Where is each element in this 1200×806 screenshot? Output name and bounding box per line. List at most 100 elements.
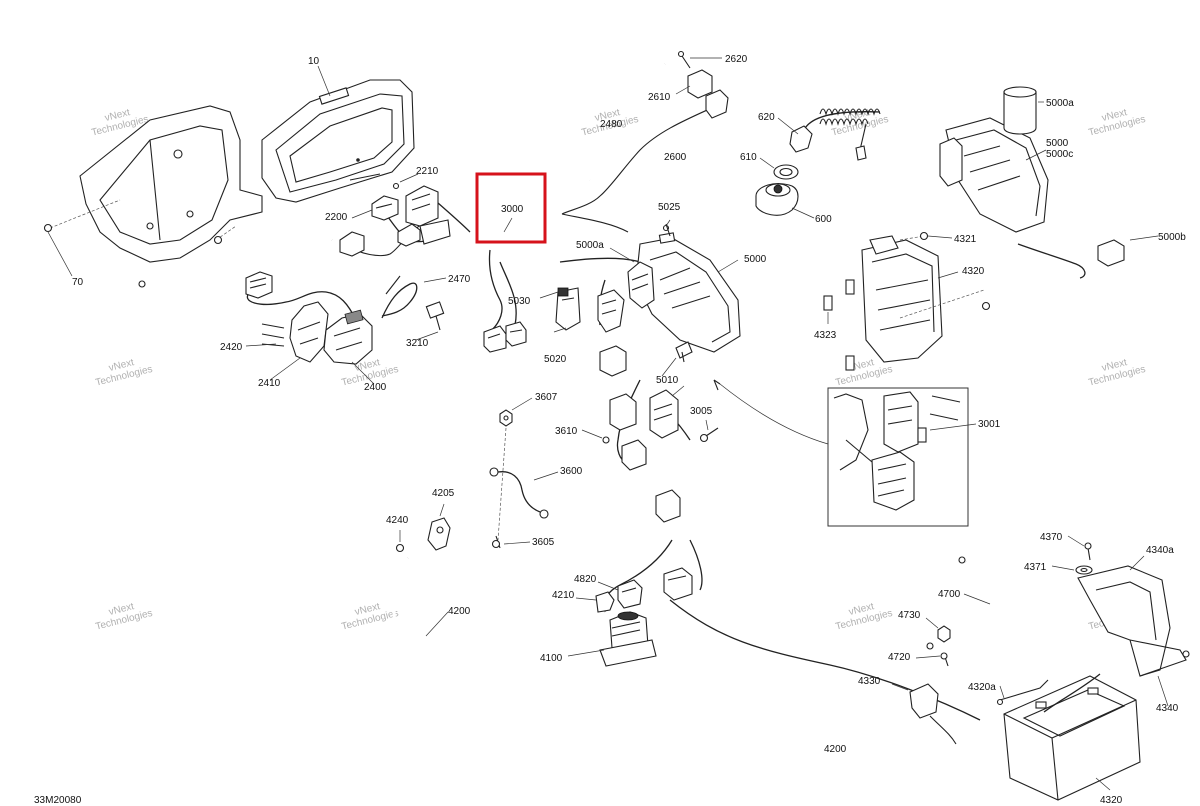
battery-bracket-4340 (1043, 555, 1190, 713)
part-label: 5000 (1046, 138, 1069, 149)
part-label: 4700 (938, 589, 961, 600)
highlight-box-3000 (475, 172, 547, 244)
battery-4320 (1003, 675, 1141, 801)
switch-assembly (245, 271, 375, 385)
part-label: 2610 (648, 92, 671, 103)
part-label: 2620 (725, 54, 748, 65)
part-label: 5010 (656, 375, 679, 386)
part-2620-pin (677, 50, 722, 69)
part-label: 3001 (978, 419, 1001, 430)
part-label: 4371 (1024, 562, 1047, 573)
bolt-4720 (915, 652, 949, 667)
part-label: 2470 (448, 274, 471, 285)
watermark: vNext Technologies (1087, 357, 1146, 389)
part-label: 4320a (968, 682, 996, 693)
part-label: 4210 (552, 590, 575, 601)
gauge-bracket (43, 105, 263, 288)
part-label: 2420 (220, 342, 243, 353)
part-label: 5000c (1046, 149, 1073, 160)
connector-2200 (351, 173, 451, 245)
part-label: 3610 (555, 426, 578, 437)
solenoid-4100 (567, 611, 657, 667)
cable-2480 (522, 62, 666, 183)
part-label: 4200 (824, 744, 847, 755)
wire-2470 (381, 275, 447, 319)
ring-610 (759, 157, 799, 180)
part-label: 3607 (535, 392, 558, 403)
main-harness (331, 235, 1059, 782)
bolt-4370 (1067, 535, 1092, 561)
connector-5030 (539, 287, 569, 299)
ground-cable-3600 (489, 467, 559, 519)
sensor-3210 (415, 301, 445, 341)
part-label: 70 (72, 277, 84, 288)
part-label: 4320 (1100, 795, 1123, 806)
part-label: 4323 (814, 330, 837, 341)
part-label: 5000a (576, 240, 604, 251)
part-label: 4320 (962, 266, 985, 277)
part-label: 2600 (664, 152, 687, 163)
wire-5000b (1017, 235, 1159, 279)
part-label: 3600 (560, 466, 583, 477)
part-label: 2200 (325, 212, 348, 223)
part-label: 2410 (258, 378, 281, 389)
part-label: 4730 (898, 610, 921, 621)
module-5000-right (939, 117, 1049, 233)
knob-600 (755, 183, 815, 219)
nut-3607 (499, 397, 533, 427)
terminal-4320a (996, 679, 1049, 706)
bolt-5025 (665, 223, 671, 237)
switch-2610 (675, 69, 729, 119)
nut-4321 (919, 231, 953, 241)
part-label: 3000 (501, 204, 524, 215)
part-label: 3005 (690, 406, 713, 417)
part-label: 3605 (532, 537, 555, 548)
module-4320 (861, 235, 985, 363)
part-label: 610 (740, 152, 757, 163)
part-label: 600 (815, 214, 832, 225)
part-label: 5000b (1158, 232, 1186, 243)
part-label: 620 (758, 112, 775, 123)
nut-4320 (981, 301, 991, 311)
clip-5010 (661, 341, 693, 377)
nut-4730 (925, 617, 951, 643)
watermark: vNext Technologies (1087, 107, 1146, 139)
part-label: 2400 (364, 382, 387, 393)
module-5000 (609, 219, 741, 353)
leader-3000 (503, 217, 513, 233)
washer-4371 (1051, 565, 1093, 575)
part-label: 4200 (448, 606, 471, 617)
connector-4210 (575, 591, 615, 613)
cable-4200-left (392, 557, 606, 660)
connector-2200-left (339, 223, 421, 257)
cap-4330 (891, 683, 957, 745)
watermark: vNext Technologies (94, 357, 153, 389)
nut-4240 (395, 530, 405, 553)
terminal-4205 (427, 503, 451, 551)
part-label: 4100 (540, 653, 563, 664)
part-label: 5000 (744, 254, 767, 265)
part-label: 4205 (432, 488, 455, 499)
part-label: 4370 (1040, 532, 1063, 543)
watermark: vNext Technologies (834, 601, 893, 633)
connector-4820 (597, 579, 643, 609)
part-label: 4240 (386, 515, 409, 526)
coiled-cable-620 (777, 108, 881, 161)
part-label: 2480 (600, 119, 623, 130)
bolt-3605 (491, 427, 531, 549)
watermark: vNext Technologies (94, 601, 153, 633)
part-label: 2210 (416, 166, 439, 177)
part-label: 3210 (406, 338, 429, 349)
part-label: 10 (308, 56, 320, 67)
part-label: 4340a (1146, 545, 1174, 556)
part-label: 4330 (858, 676, 881, 687)
diagram-code: 33M20080 (34, 795, 82, 806)
detail-view-3001 (713, 379, 977, 527)
part-label: 4321 (954, 234, 977, 245)
dual-connector (483, 321, 527, 353)
filter-5000a (1003, 86, 1044, 135)
connector-cluster-center (581, 345, 693, 601)
fuse-4323 (823, 279, 855, 371)
part-label: 5020 (544, 354, 567, 365)
